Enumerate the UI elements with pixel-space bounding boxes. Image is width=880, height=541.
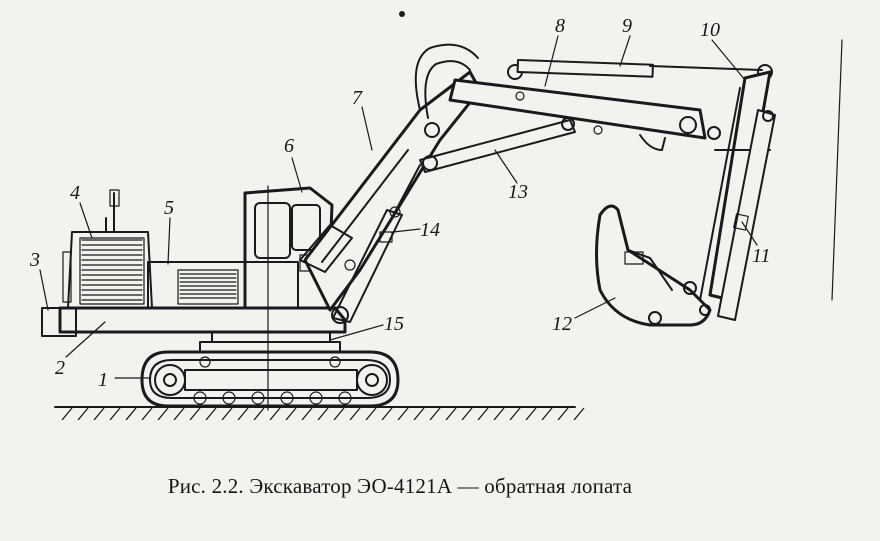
bucket [595, 204, 712, 327]
ground-hatch [541, 407, 553, 421]
track-roller [280, 391, 294, 405]
ground-hatch [173, 407, 185, 421]
track-roller [338, 391, 352, 405]
stick-arm [448, 64, 721, 151]
ground-hatch [397, 407, 409, 421]
stick-cylinder [516, 59, 773, 80]
speck [399, 11, 405, 17]
callouts: 1 2 3 4 5 6 7 8 9 10 11 12 13 14 15 [29, 15, 771, 391]
boom-cylinder [299, 164, 421, 323]
callout-8: 8 [555, 15, 565, 37]
ground-hatch [333, 407, 345, 421]
ground-hatch [573, 407, 585, 421]
body-casing [147, 261, 299, 309]
callout-5: 5 [164, 197, 174, 219]
ground-hatch [189, 407, 201, 421]
callout-3: 3 [29, 249, 40, 271]
callout-6: 6 [284, 135, 294, 157]
ground-hatch [237, 407, 249, 421]
callout-10: 10 [700, 19, 720, 41]
track-roller [251, 391, 265, 405]
ground-hatch [157, 407, 169, 421]
ground-hatch [141, 407, 153, 421]
callout-14: 14 [420, 219, 440, 241]
ground-hatch [205, 407, 217, 421]
ground-hatch [461, 407, 473, 421]
grille-frame [79, 237, 145, 305]
callout-4: 4 [70, 182, 80, 204]
boom [303, 43, 482, 324]
track-roller [193, 391, 207, 405]
callout-9: 9 [622, 15, 632, 37]
engine-housing [62, 189, 153, 309]
ground-hatch [381, 407, 393, 421]
ground-hatch [525, 407, 537, 421]
ground-hatch [413, 407, 425, 421]
callout-7: 7 [352, 87, 363, 109]
track-roller [309, 391, 323, 405]
ground-hatch [429, 407, 441, 421]
ground-hatch [317, 407, 329, 421]
ground-hatch [77, 407, 89, 421]
ground-hatch [221, 407, 233, 421]
crawler-track [140, 350, 400, 408]
ground-hatch [445, 407, 457, 421]
rotating-platform [41, 306, 347, 337]
ground-hatch [269, 407, 281, 421]
ground-hatch [557, 407, 569, 421]
edge-line [831, 39, 843, 301]
callout-13: 13 [508, 181, 528, 203]
ground-hatch [493, 407, 505, 421]
ground [54, 406, 585, 421]
ground-hatch [509, 407, 521, 421]
slewing-ring [199, 331, 341, 353]
ground-hatch [301, 407, 313, 421]
leader-lines [39, 35, 758, 379]
ground-hatch [93, 407, 105, 421]
ground-hatch [349, 407, 361, 421]
grille-frame [177, 269, 239, 305]
callout-15: 15 [384, 313, 404, 335]
callout-12: 12 [552, 313, 572, 335]
ground-hatch [285, 407, 297, 421]
ground-hatch [365, 407, 377, 421]
track-roller [222, 391, 236, 405]
callout-11: 11 [752, 245, 771, 267]
callout-1: 1 [98, 369, 108, 391]
ground-hatch [125, 407, 137, 421]
ground-hatch [477, 407, 489, 421]
figure-caption: Рис. 2.2. Экскаватор ЭО-4121А — обратная… [167, 474, 633, 498]
ground-hatch [109, 407, 121, 421]
operator-cabin [243, 185, 334, 411]
callout-2: 2 [55, 357, 65, 379]
bucket-cylinder [717, 109, 776, 321]
ground-hatch [61, 407, 73, 421]
ground-hatch [253, 407, 265, 421]
boom-strut [419, 117, 576, 173]
